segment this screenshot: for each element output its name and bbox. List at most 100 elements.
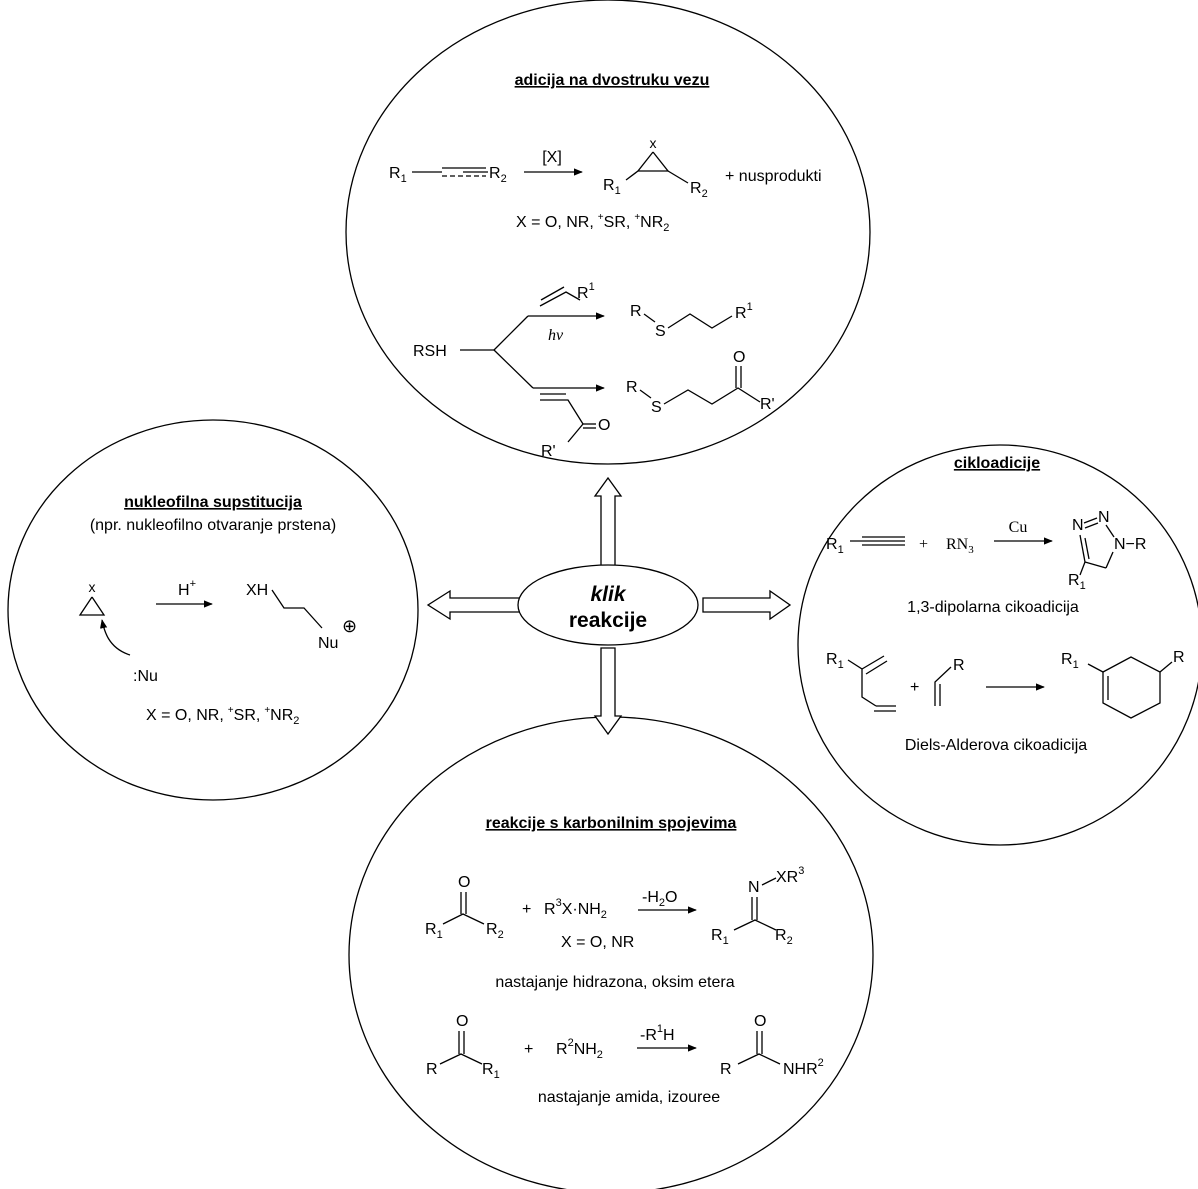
bottom-amide-r: R [720,1061,732,1078]
bottom-amide-nhr2: NHR2 [783,1057,824,1078]
top-acryl-r [567,423,584,443]
top-hv: hν [548,327,564,344]
top-prod1-s: S [655,323,666,340]
top-three-ring [636,151,670,172]
right-alkyne-r1: R1 [826,536,844,556]
bottom-imine-xr3: XR3 [776,865,804,886]
right-tz-b6 [1084,537,1090,560]
left-title: nukleofilna supstitucija [124,494,302,511]
right-title: cikloadicije [954,455,1040,472]
right-cyclohexene [1102,656,1161,719]
right-tz-r1-label: R1 [1068,572,1086,592]
top-acryl-rprime: R' [541,443,556,460]
bottom-caption-2: nastajanje amida, izouree [538,1089,720,1106]
left-nu: :Nu [133,668,158,685]
top-acryl-o: O [598,417,610,434]
top-circle [345,0,871,465]
top-prod1-r: R [630,303,642,320]
left-x-equation: X = O, NR,+SR,+NR2 [146,705,299,727]
bottom-imine-nx [761,877,777,886]
top-r1-label: R1 [389,165,407,185]
right-dienophile [934,666,952,706]
top-r2-label: R2 [489,165,507,185]
top-alkene-1-r: R1 [577,281,595,302]
right-circle [797,444,1198,846]
bottom-ketone2-r: R [426,1061,438,1078]
right-tz-b5 [1079,534,1086,563]
bottom-imine-chain [733,919,777,931]
bottom-imine-n: N [748,879,760,896]
left-circle [7,419,419,801]
left-curved-arrow [100,619,131,656]
bottom-caption-1: nastajanje hidrazona, oksim etera [495,974,734,991]
right-rn3: RN3 [946,536,974,556]
top-prod1-r1: R1 [735,301,753,322]
top-rsh: RSH [413,343,447,360]
left-charge: ⊕ [342,616,357,636]
right-tz-b2 [1105,524,1115,538]
bottom-ketone-chain [442,913,485,925]
right-diene-d1b [865,660,888,675]
bottom-reagent-2: R2NH2 [556,1037,603,1061]
top-branch-up [493,315,529,351]
right-plus-1: + [919,536,928,553]
right-diene-chain [847,659,877,707]
top-prod1-chain [667,313,733,329]
arrow-down [593,647,623,736]
right-plus-2: + [910,679,919,696]
right-triazole-n1: N [1072,517,1084,534]
bottom-amide-chain [737,1053,781,1065]
left-product-chain [271,589,323,629]
right-tz-b1 [1083,517,1098,524]
top-prod1-b1 [643,313,656,323]
center-reakcije: reakcije [569,609,647,632]
right-tz-b3 [1105,551,1114,569]
top-prod2-s: S [651,399,662,416]
top-ring-r2: R2 [690,180,708,200]
left-x-label: x [89,579,96,595]
bottom-reagent-1: R3X·NH2 [544,897,607,921]
right-cyc-r: R [1173,649,1185,666]
bottom-ketone-o: O [458,874,470,891]
bottom-x-equation: X = O, NR [561,934,634,951]
bottom-plus-2: + [524,1041,533,1058]
bottom-title: reakcije s karbonilnim spojevima [486,815,737,832]
top-branch-down [493,349,534,389]
bottom-minus-r1h: -R1H [640,1023,675,1044]
top-prod2-o: O [733,349,745,366]
top-alkene-1-double [540,286,565,301]
top-prod2-r: R [626,379,638,396]
top-prod2-rprime: R' [760,396,775,413]
right-cyc-r1-bond [1087,663,1104,673]
arrow-right [702,589,792,621]
arrow-left [426,589,521,621]
right-caption-1: 1,3-dipolarna cikoadicija [907,599,1079,616]
top-title: adicija na dvostruku vezu [515,72,710,89]
left-prod-nu: Nu [318,635,338,652]
bottom-circle [348,716,874,1189]
top-ring-r1: R1 [603,177,621,197]
bottom-amide-o: O [754,1013,766,1030]
bottom-ketone-r2: R2 [486,921,504,941]
top-ring-r2-bond [667,170,689,184]
center-klik: klik [590,583,626,606]
right-cu: Cu [1009,519,1028,536]
left-three-ring [78,596,106,616]
top-alkene-1 [539,291,581,307]
left-subtitle: (npr. nukleofilno otvaranje prstena) [90,517,336,534]
top-x-label: x [650,135,657,151]
right-cyc-r-bond [1159,661,1173,673]
bottom-ketone-r1: R1 [425,921,443,941]
top-x-equation: X = O, NR,+SR,+NR2 [516,212,669,234]
right-cyc-r1: R1 [1061,651,1079,671]
bottom-imine-r1: R1 [711,927,729,947]
bottom-ketone2-chain [439,1053,483,1065]
arrow-up [593,476,623,569]
top-acryl-chain [540,399,584,425]
top-byproducts: + nusprodukti [725,168,822,185]
right-caption-2: Diels-Alderova cikoadicija [905,737,1087,754]
right-diene-r1: R1 [826,651,844,671]
right-triazole-n2: N [1098,509,1110,526]
bottom-imine-r2: R2 [775,927,793,947]
